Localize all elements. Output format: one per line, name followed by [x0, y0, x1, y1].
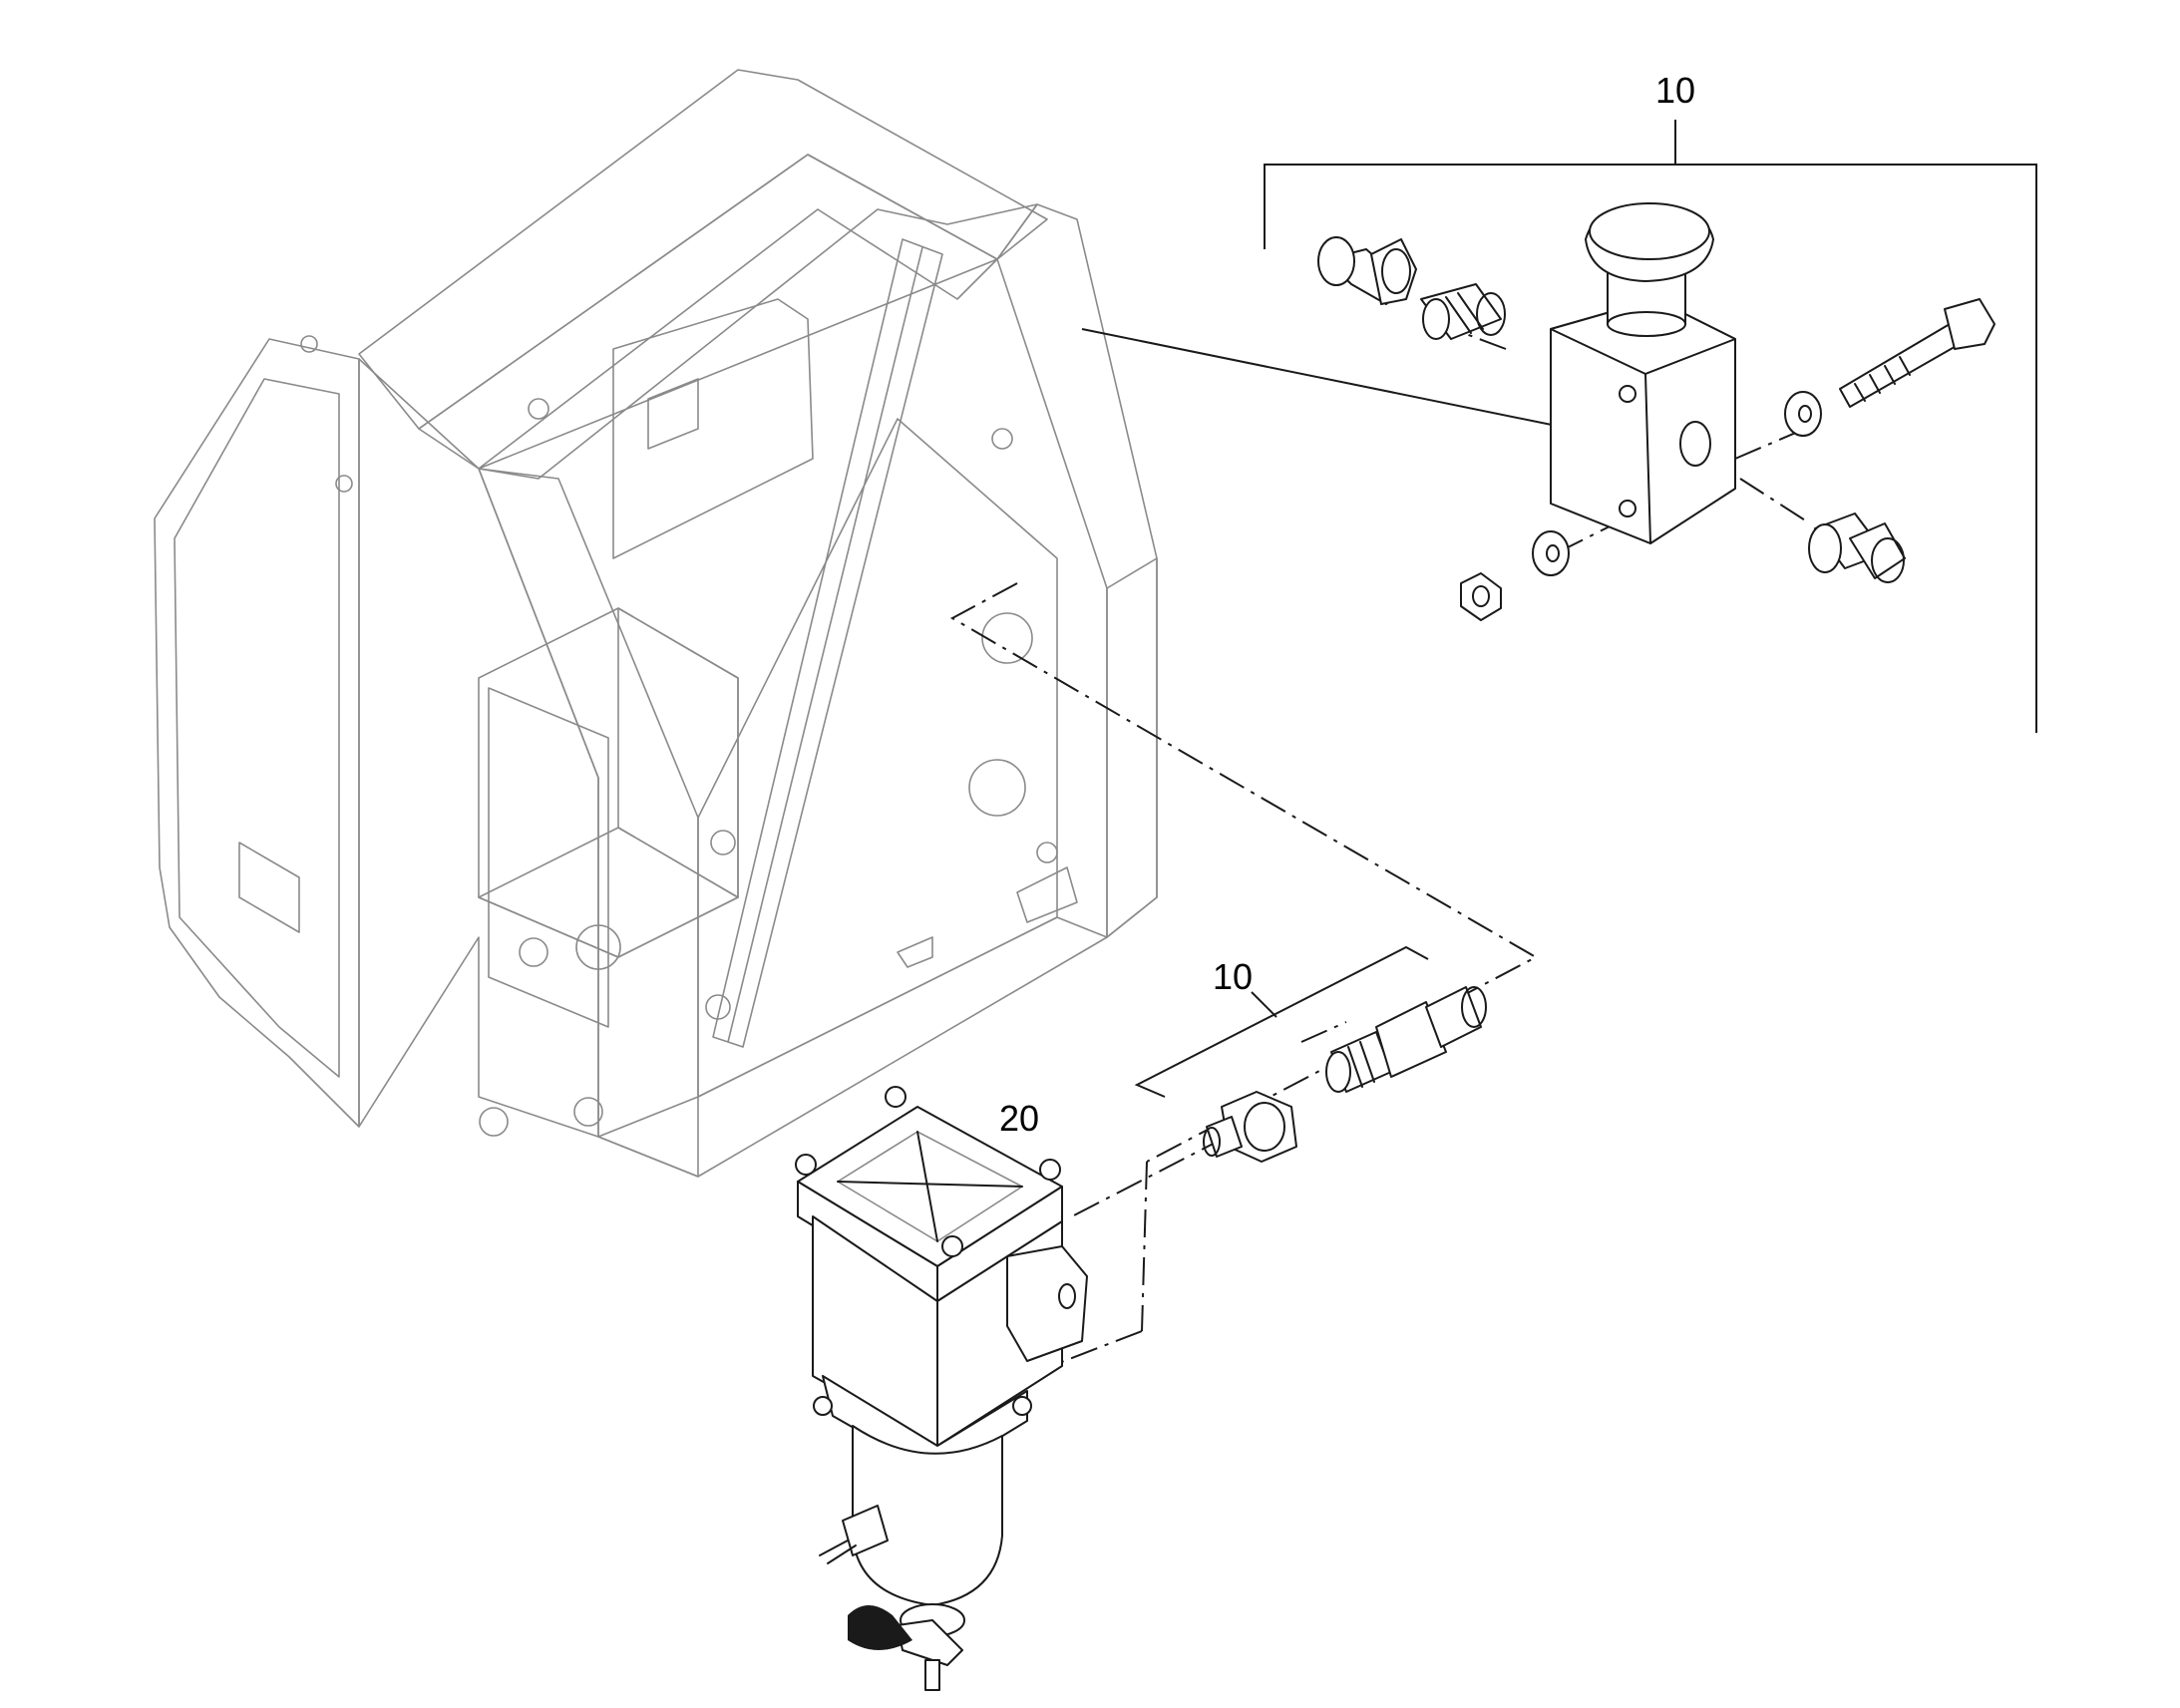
washer-right — [1784, 391, 1822, 437]
elbow-fitting — [1317, 236, 1417, 305]
fitting-set-bracket: 10 — [1134, 945, 1429, 1098]
leader-line — [1081, 328, 1597, 435]
bolt — [1839, 298, 1996, 408]
callout-fitting-set: 10 — [1213, 956, 1253, 997]
outlet-fitting-right — [1808, 512, 1906, 583]
union-fitting — [1325, 986, 1487, 1093]
fuel-filter — [795, 1086, 1088, 1691]
hex-nut — [1460, 572, 1502, 621]
nut-adapter — [1203, 1091, 1297, 1163]
callout-top-valve-assembly: 10 — [1655, 70, 1695, 111]
shutoff-valve-block — [1550, 202, 1736, 544]
callout-filter: 20 — [999, 1098, 1039, 1139]
straight-adapter-top — [1420, 283, 1506, 340]
washer-left — [1532, 530, 1570, 576]
valve-assembly-bracket: 10 — [1264, 70, 2037, 733]
chassis-frame — [154, 69, 1158, 1178]
